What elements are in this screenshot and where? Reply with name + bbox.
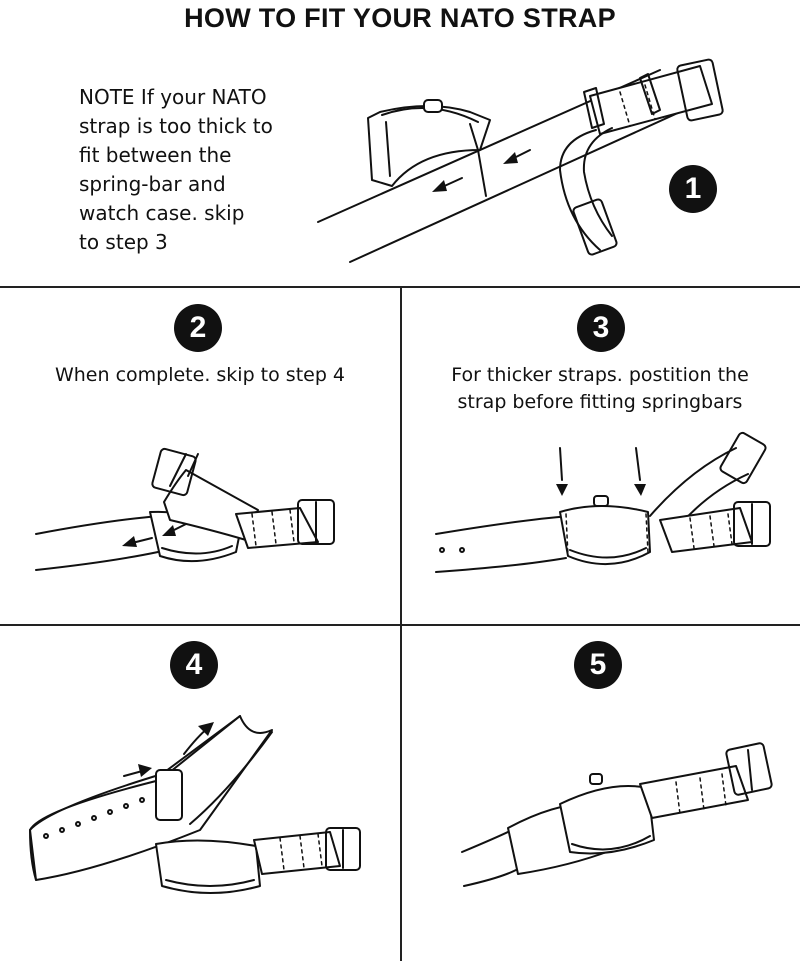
step-3-badge: 3 [577, 304, 625, 352]
step-2-caption: When complete. skip to step 4 [54, 364, 346, 386]
page-title: HOW TO FIT YOUR NATO STRAP [184, 3, 616, 33]
step-3-caption: For thicker straps. postition the strap … [451, 364, 749, 413]
step-2-illustration [35, 447, 335, 571]
step-4-badge: 4 [170, 641, 218, 689]
step-2-badge: 2 [174, 304, 222, 352]
divider-vertical [400, 287, 402, 961]
step-5-badge: 5 [574, 641, 622, 689]
step-1-illustration [317, 58, 724, 263]
step-3-illustration [435, 431, 771, 573]
step-1-badge: 1 [669, 165, 717, 213]
step-5-illustration [461, 742, 773, 887]
step-4-illustration [29, 715, 361, 894]
divider-top [0, 286, 800, 288]
note-text: NOTE If your NATO strap is too thick to … [79, 85, 273, 254]
